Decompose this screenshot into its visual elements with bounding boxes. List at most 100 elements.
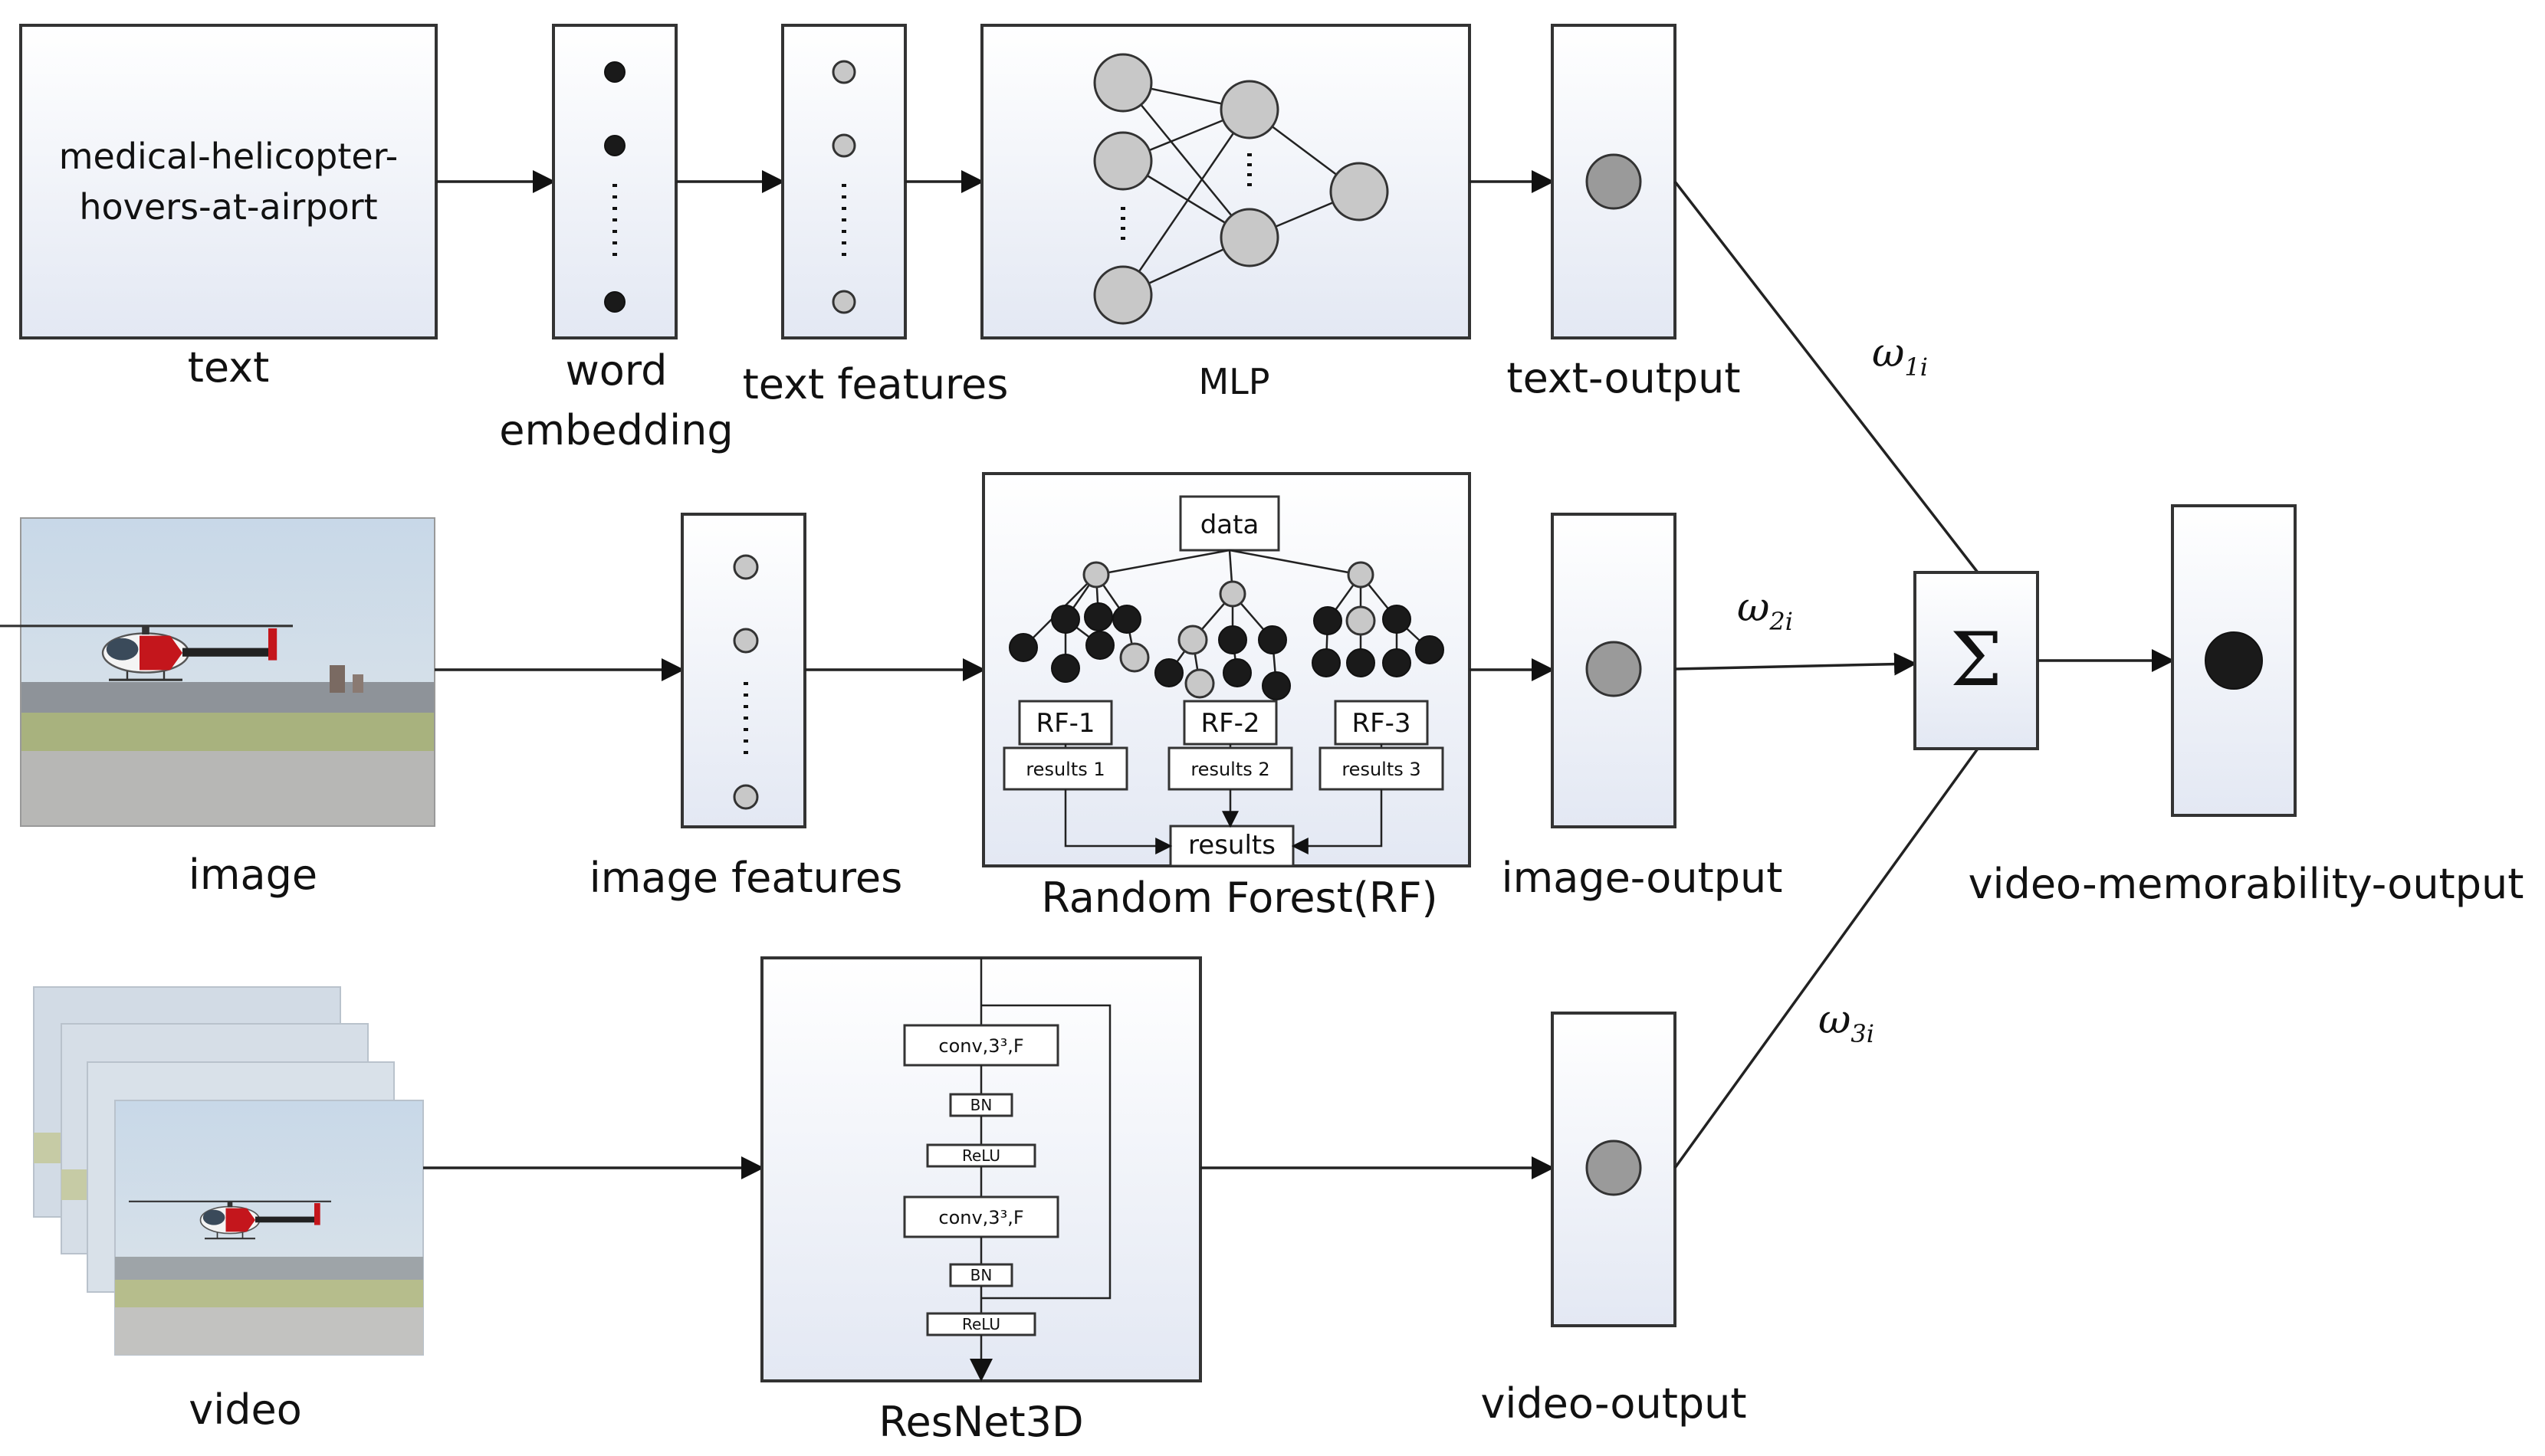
final-output-label: video-memorability-output [1969, 860, 2524, 908]
rf-results-2-label: results 2 [1190, 759, 1269, 780]
video-output-label: video-output [1480, 1379, 1746, 1428]
video-output-node [1585, 1140, 1642, 1196]
text-input-box [19, 24, 438, 339]
weight-3: ω3i [1818, 997, 1874, 1048]
video-label: video [189, 1385, 302, 1434]
rf-final-results-label: results [1188, 830, 1276, 861]
rf-tree-node [1084, 602, 1113, 631]
rf-tree-node [1258, 625, 1287, 654]
rf-tree-3-box [1334, 700, 1429, 746]
text-feature-node [832, 60, 856, 84]
weight-2: ω2i [1737, 585, 1793, 636]
resnet-relu-2 [926, 1312, 1036, 1336]
rf-tree-2-box [1183, 700, 1278, 746]
sum-symbol: Σ [1950, 617, 2002, 703]
word-embedding-label-1: word [566, 346, 668, 395]
mlp-output-node [1329, 162, 1389, 221]
text-output-node [1585, 153, 1642, 210]
text-feature-node [832, 290, 856, 314]
resnet-bn-2-label: BN [970, 1266, 993, 1284]
rf-tree-node [1218, 625, 1247, 654]
embedding-node [604, 61, 626, 83]
rf-data-label: data [1200, 510, 1259, 540]
edge-text-output-to-sum [1673, 180, 1979, 574]
rf-results-3-box [1318, 746, 1444, 791]
helicopter-image [0, 517, 435, 827]
rf-tree-node [1154, 658, 1184, 687]
rf-tree-node [1112, 605, 1141, 634]
rf-tree-node [1051, 654, 1080, 683]
mlp-input-node [1093, 265, 1153, 325]
resnet-relu-2-label: ReLU [962, 1315, 1000, 1333]
rf-tree-node [1051, 605, 1080, 634]
final-output-node [2205, 631, 2263, 690]
edge-image-output-to-sum [1674, 652, 1917, 676]
mlp-hidden-node [1220, 80, 1279, 139]
video-frames [33, 986, 424, 1356]
text-label: text [188, 343, 270, 392]
mlp-label: MLP [1198, 361, 1269, 402]
resnet3d-label: ResNet3D [878, 1398, 1083, 1446]
mlp-box [980, 24, 1471, 339]
image-feature-node [733, 554, 759, 580]
resnet-conv-2-label: conv,3³,F [938, 1207, 1023, 1228]
weight-1: ω1i [1872, 330, 1928, 382]
resnet-relu-1 [926, 1143, 1036, 1168]
resnet-relu-1-label: ReLU [962, 1146, 1000, 1165]
mlp-input-node [1093, 53, 1153, 113]
image-features-label: image features [589, 854, 902, 902]
embedding-node [604, 135, 626, 156]
rf-tree-node [1345, 605, 1376, 636]
image-label: image [189, 851, 317, 899]
rf-results-1-label: results 1 [1026, 759, 1105, 780]
rf-tree-node [1347, 561, 1374, 589]
random-forest-label: Random Forest(RF) [1041, 874, 1437, 922]
text-input-line-1: medical-helicopter- [59, 136, 399, 177]
image-output-label: image-output [1502, 854, 1783, 902]
resnet-conv-2 [903, 1195, 1059, 1238]
rf-tree-node [1119, 642, 1150, 673]
rf-tree-node [1313, 606, 1342, 635]
rf-tree-3-label: RF-3 [1351, 708, 1410, 739]
image-output-box [1551, 513, 1676, 828]
image-feature-node [733, 628, 759, 654]
sum-box [1913, 571, 2039, 750]
rf-tree-node [1009, 633, 1038, 662]
rf-tree-node [1082, 561, 1110, 589]
rf-tree-2-label: RF-2 [1200, 708, 1259, 739]
resnet-conv-1-label: conv,3³,F [938, 1035, 1023, 1057]
text-features-label: text features [743, 360, 1009, 408]
resnet-bn-2 [949, 1263, 1013, 1287]
text-output-label: text-output [1506, 354, 1740, 402]
rf-tree-node [1382, 648, 1411, 677]
rf-tree-node [1312, 648, 1341, 677]
rf-results-1-box [1003, 746, 1128, 791]
rf-tree-node [1219, 580, 1246, 608]
rf-tree-node [1184, 668, 1215, 699]
rf-tree-node [1415, 635, 1444, 664]
embedding-node [604, 291, 626, 313]
random-forest-trees: data [1003, 495, 1444, 867]
rf-tree-node [1223, 658, 1252, 687]
resnet-bn-1 [949, 1093, 1013, 1117]
rf-tree-node [1262, 671, 1291, 700]
rf-data-box [1179, 495, 1280, 552]
rf-tree-node [1085, 631, 1115, 660]
rf-tree-1-label: RF-1 [1036, 708, 1095, 739]
image-output-node [1585, 641, 1642, 697]
rf-tree-node [1346, 648, 1375, 677]
edge-video-output-to-sum [1673, 747, 1979, 1169]
image-feature-node [733, 784, 759, 810]
mlp-input-node [1093, 131, 1153, 191]
mlp-network [1093, 53, 1389, 325]
text-feature-node [832, 133, 856, 158]
resnet-bn-1-label: BN [970, 1096, 993, 1114]
rf-tree-node [1382, 605, 1411, 634]
video-output-box [1551, 1012, 1676, 1327]
text-input-line-2: hovers-at-airport [79, 186, 377, 228]
rf-results-3-label: results 3 [1341, 759, 1420, 780]
rf-tree-node [1177, 625, 1208, 655]
mlp-hidden-node [1220, 208, 1279, 267]
rf-tree-1-box [1018, 700, 1113, 746]
resnet3d-block: conv,3³,F BN ReLU conv,3³,F BN ReLU [903, 958, 1112, 1382]
